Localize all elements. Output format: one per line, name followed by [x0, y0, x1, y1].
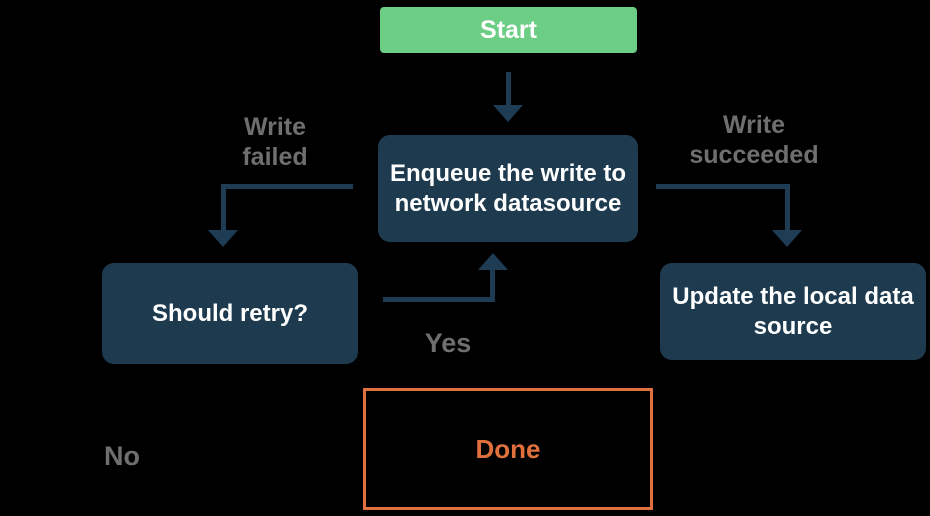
- arrowhead-up-icon: [478, 253, 508, 270]
- done-node: Done: [363, 388, 653, 510]
- arrow-line-horizontal: [223, 184, 353, 189]
- start-node: Start: [380, 7, 637, 53]
- arrowhead-down-icon: [493, 105, 523, 122]
- arrowhead-down-icon: [772, 230, 802, 247]
- update-local-datasource-node: Update the local data source: [660, 263, 926, 360]
- arrow-line-horizontal: [383, 297, 495, 302]
- arrow-line-vertical: [785, 184, 790, 230]
- arrow-line-horizontal: [656, 184, 787, 189]
- should-retry-node-label: Should retry?: [151, 299, 308, 327]
- enqueue-write-node-label: Enqueue the write to network datasource: [390, 159, 627, 217]
- arrowhead-down-icon: [208, 230, 238, 247]
- done-node-label: Done: [475, 433, 541, 464]
- start-node-label: Start: [480, 15, 537, 44]
- yes-label: Yes: [424, 328, 472, 358]
- arrow-line-vertical: [506, 72, 511, 105]
- write-failed-label: Write failed: [242, 113, 308, 171]
- should-retry-node: Should retry?: [102, 263, 358, 364]
- arrow-line-vertical: [221, 184, 226, 230]
- enqueue-write-node: Enqueue the write to network datasource: [378, 135, 638, 242]
- update-local-datasource-node-label: Update the local data source: [672, 282, 914, 340]
- no-label: No: [104, 441, 140, 471]
- arrow-line-vertical: [490, 270, 495, 302]
- write-succeeded-label: Write succeeded: [689, 111, 819, 169]
